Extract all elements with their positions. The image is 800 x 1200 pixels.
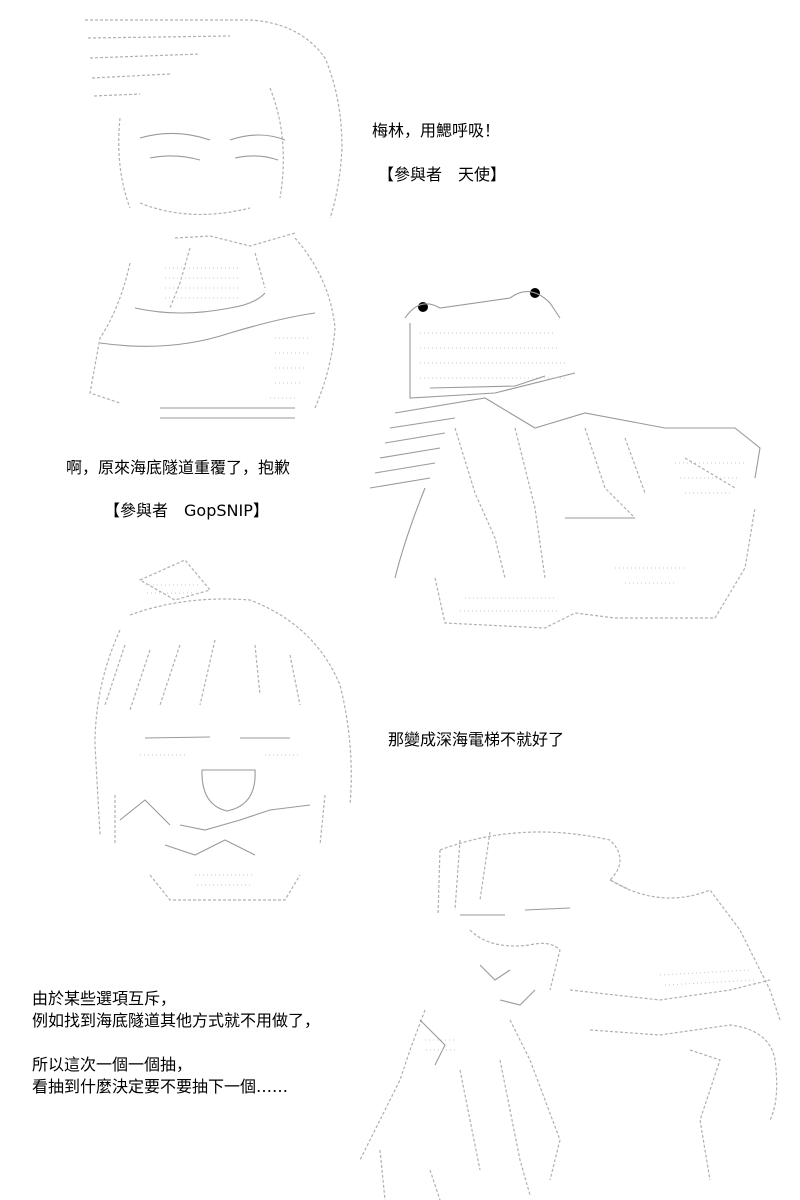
dialogue-text-2: 啊，原來海底隧道重覆了，抱歉: [66, 458, 291, 477]
speaker-label-2: 【參與者 GopSNIP】: [104, 501, 269, 520]
ascii-art-boy-leaning: [330, 820, 795, 1200]
speaker-label-1: 【參與者 天使】: [378, 165, 507, 184]
dialogue-text-3: 那變成深海電梯不就好了: [388, 730, 565, 749]
dialogue-text-1: 梅林，用鰓呼吸！: [372, 121, 501, 140]
ascii-art-girl-laughing: [75, 555, 365, 910]
ascii-art-girl-thinking: [80, 8, 350, 428]
ascii-art-frog-creature: [335, 278, 780, 640]
narration-text: 由於某些選項互斥， 例如找到海底隧道其他方式就不用做了， 所以這次一個一個抽， …: [32, 989, 321, 1096]
